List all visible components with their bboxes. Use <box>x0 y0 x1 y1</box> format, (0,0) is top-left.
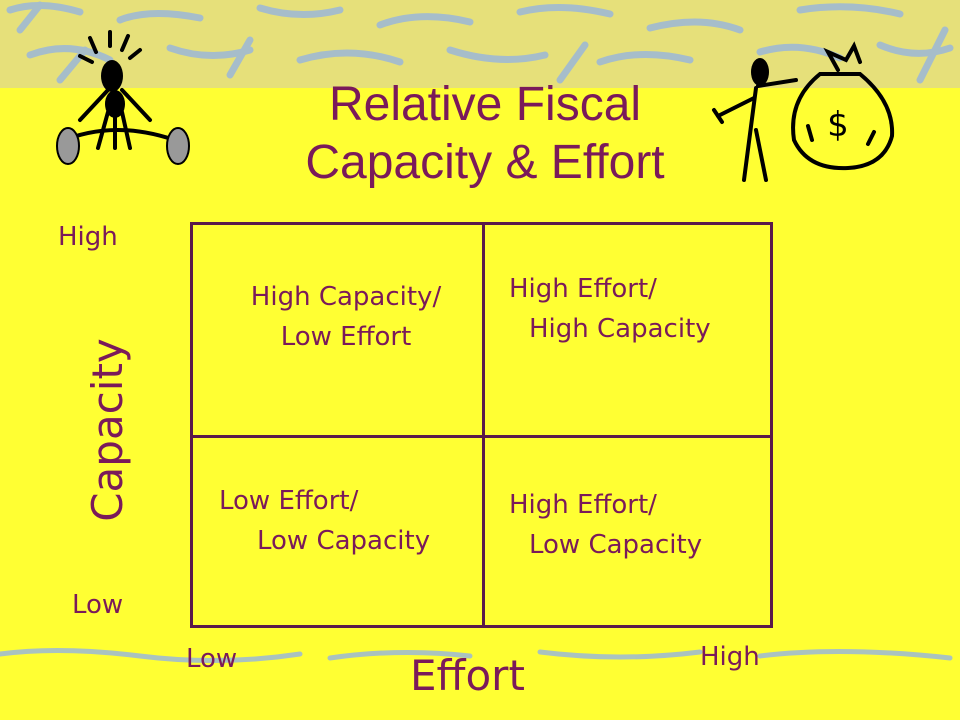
money-bag-symbol: $ <box>827 105 849 145</box>
quadrant-top-right-line-1: High Effort/ <box>509 274 657 304</box>
slide-title: Relative Fiscal Capacity & Effort <box>250 76 720 192</box>
quadrant-grid: High Capacity/ Low Effort High Effort/ H… <box>190 222 773 628</box>
quadrant-top-left-line-2: Low Effort <box>280 322 412 352</box>
grid-horizontal-divider <box>193 435 770 438</box>
quadrant-top-right: High Effort/ High Capacity <box>509 269 711 349</box>
y-axis-low-label: Low <box>72 590 124 620</box>
x-axis-low-label: Low <box>186 644 238 674</box>
quadrant-bottom-right-line-1: High Effort/ <box>509 490 657 520</box>
quadrant-bottom-right-line-2: Low Capacity <box>529 530 703 560</box>
y-axis-high-label: High <box>58 222 118 252</box>
quadrant-bottom-right: High Effort/ Low Capacity <box>509 485 702 565</box>
quadrant-top-left-line-1: High Capacity/ <box>250 282 442 312</box>
grid-vertical-divider <box>482 225 485 625</box>
top-decorative-band <box>0 0 960 88</box>
bottom-decorative-band <box>0 647 953 664</box>
y-axis-label: Capacity <box>83 338 132 522</box>
x-axis-label: Effort <box>410 651 525 700</box>
slide-title-line-2: Capacity & Effort <box>305 136 665 189</box>
x-axis-high-label: High <box>700 642 760 672</box>
quadrant-top-left: High Capacity/ Low Effort <box>231 277 461 357</box>
quadrant-bottom-left: Low Effort/ Low Capacity <box>219 481 430 561</box>
money-bag-clipart: $ <box>712 41 895 182</box>
quadrant-bottom-left-line-1: Low Effort/ <box>219 486 359 516</box>
quadrant-top-right-line-2: High Capacity <box>529 314 711 344</box>
quadrant-bottom-left-line-2: Low Capacity <box>257 526 431 556</box>
brush-stroke-pattern <box>6 1 954 84</box>
weightlifter-clipart <box>56 30 190 165</box>
slide-title-line-1: Relative Fiscal <box>328 78 642 131</box>
